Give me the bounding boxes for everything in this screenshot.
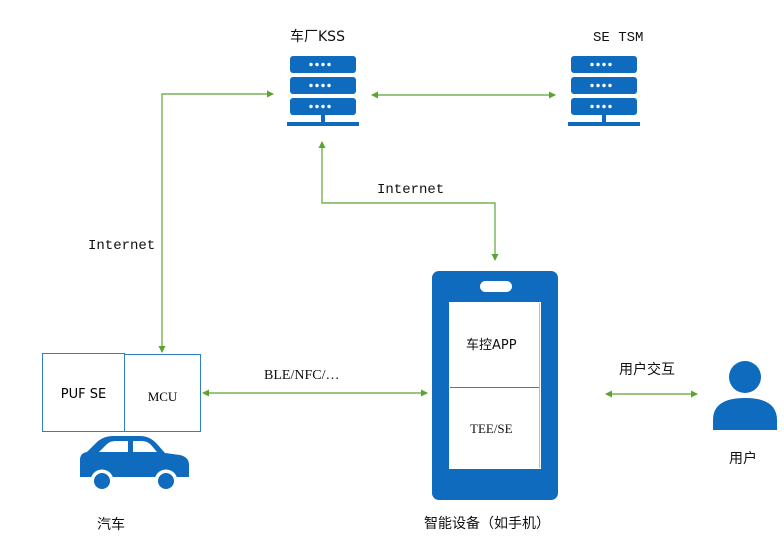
mcu-module: MCU xyxy=(124,354,201,432)
kss-server-icon xyxy=(287,56,359,126)
car-control-app-label: 车控APP xyxy=(466,338,517,353)
puf-se-label: PUF SE xyxy=(60,387,107,402)
internet-label-car: Internet xyxy=(88,238,156,254)
user-icon xyxy=(713,361,777,430)
phone-label: 智能设备（如手机） xyxy=(424,516,550,532)
ble-nfc-label: BLE/NFC/… xyxy=(264,368,340,383)
internet-label-phone: Internet xyxy=(377,182,445,198)
edge-kss-car xyxy=(158,90,274,353)
kss-server-label: 车厂KSS xyxy=(290,29,345,45)
car-icon xyxy=(80,436,189,493)
user-label: 用户 xyxy=(729,451,757,467)
user-interaction-label: 用户交互 xyxy=(619,362,675,378)
edge-kss-phone xyxy=(318,141,499,261)
mcu-label: MCU xyxy=(147,389,178,404)
phone-icon xyxy=(432,271,558,500)
tsm-server-icon xyxy=(568,56,640,126)
tee-se-label: TEE/SE xyxy=(470,421,513,436)
puf-se-module: PUF SE xyxy=(42,353,125,432)
phone-screen-divider xyxy=(450,387,540,388)
car-label: 汽车 xyxy=(97,517,125,533)
tsm-server-label: SE TSM xyxy=(593,30,644,46)
phone-screen-edge xyxy=(539,303,540,468)
